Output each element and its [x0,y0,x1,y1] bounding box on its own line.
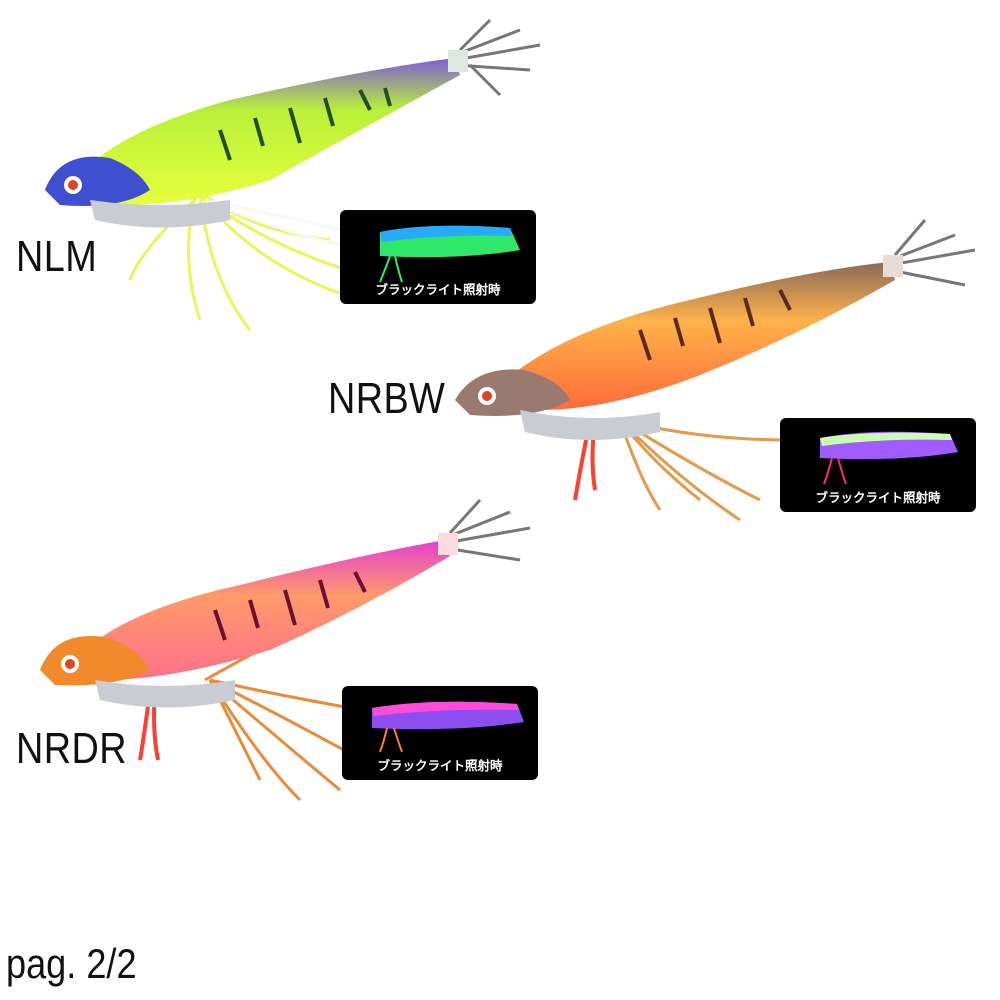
uv-preview-nrdr: ブラックライト照射時 [342,686,538,780]
uv-preview-nlm: ブラックライト照射時 [340,210,536,304]
product-code-nrdr: NRDR [16,724,128,773]
uv-preview-nrbw: ブラックライト照射時 [780,418,976,512]
product-code-nrbw: NRBW [328,374,446,423]
uv-caption-nlm: ブラックライト照射時 [375,282,501,297]
uv-caption-nrdr: ブラックライト照射時 [377,758,503,773]
product-code-nlm: NLM [16,232,98,281]
page-indicator: pag. 2/2 [6,940,137,987]
uv-caption-nrbw: ブラックライト照射時 [815,490,941,505]
